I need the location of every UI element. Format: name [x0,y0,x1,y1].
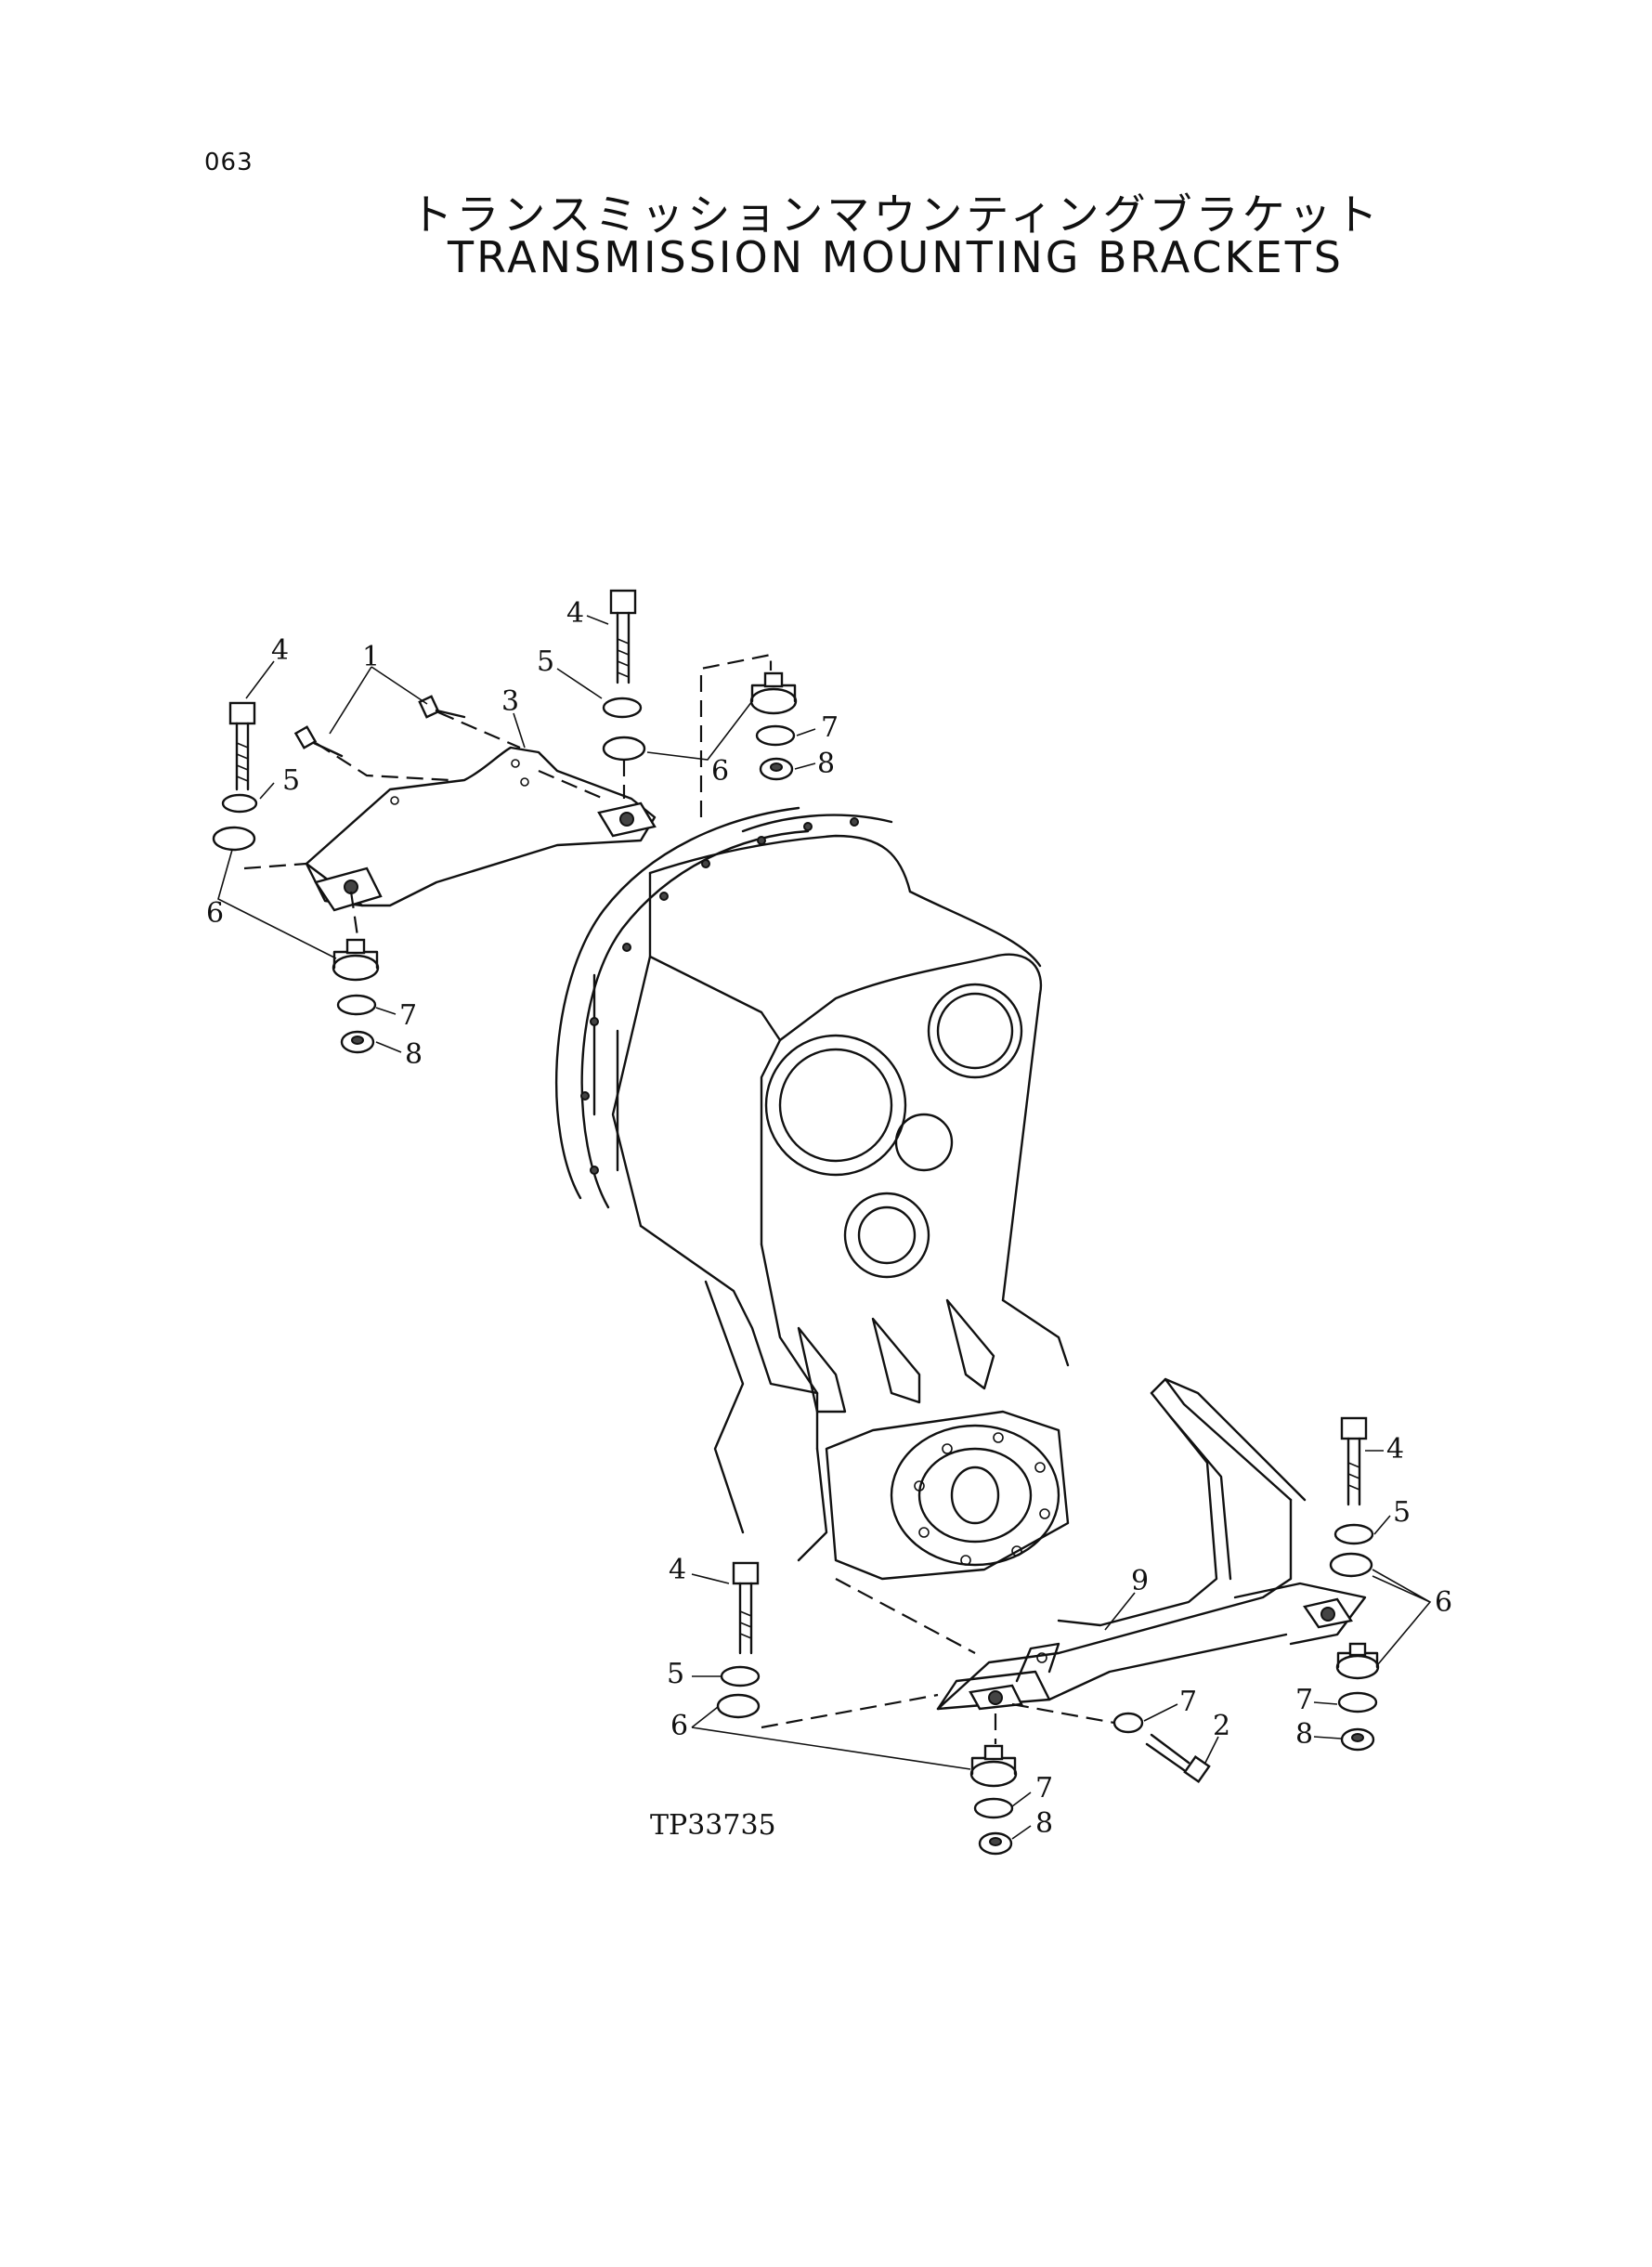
bottom-spacer-6 [716,1693,761,1719]
title-japanese: トランスミッションマウンティングブラケット [410,189,1382,240]
right-mount-6 [1335,1642,1380,1680]
callout-left-washer-7: 7 [399,999,417,1032]
callout-top-nut-8: 8 [817,748,835,780]
callout-top-washer-7: 7 [821,711,839,744]
top-nut-8 [759,757,794,781]
callout-left-bracket-3: 3 [501,685,519,718]
transmission-housing [554,806,1070,1581]
callout-left-mount-6: 6 [206,897,224,930]
bottom-mount-6 [969,1744,1018,1788]
callout-bolt-2: 2 [1213,1710,1230,1742]
top-spacer-6 [602,736,646,762]
callout-left-bolts-1: 1 [362,641,380,673]
callout-left-nut-8: 8 [405,1038,423,1071]
bottom-washer-5 [720,1665,761,1687]
callout-bottom-washer-7: 7 [1035,1772,1053,1804]
title-english: TRANSMISSION MOUNTING BRACKETS [447,232,1344,282]
callout-right-mount-6: 6 [1435,1586,1452,1619]
callout-top-washer-5: 5 [537,645,554,678]
bottom-washer-7 [973,1797,1014,1819]
callout-mid-washer-7: 7 [1179,1686,1197,1718]
bolt-2 [1145,1733,1211,1784]
top-washer-7 [755,724,796,747]
callout-right-nut-8: 8 [1295,1718,1313,1751]
left-bolt-4 [228,701,256,791]
right-nut-8 [1340,1727,1375,1752]
left-washer-5 [221,793,258,814]
left-spacer-6 [212,826,256,852]
callout-left-washer-5: 5 [282,764,300,797]
callout-right-washer-5: 5 [1393,1496,1411,1529]
bottom-nut-8 [978,1831,1013,1856]
callout-right-washer-7: 7 [1295,1684,1313,1716]
right-bracket-9 [936,1377,1367,1711]
left-washer-7 [336,994,377,1016]
callout-bottom-bolt-4: 4 [669,1554,686,1586]
mid-washer-7 [1112,1712,1144,1734]
callout-right-bolt-4: 4 [1386,1433,1404,1466]
bottom-bolt-4 [732,1561,760,1655]
left-nut-8 [340,1030,375,1054]
right-washer-7 [1337,1691,1378,1713]
top-washer-5 [602,697,643,719]
callout-bottom-washer-5: 5 [667,1658,684,1690]
left-bracket [305,746,657,912]
callout-bottom-nut-8: 8 [1035,1807,1053,1840]
right-washer-5 [1333,1523,1374,1545]
right-bolt-4 [1340,1416,1368,1506]
callout-bottom-mount-6: 6 [670,1710,688,1742]
top-mount-6 [749,671,798,715]
page-number: 063 [204,149,254,176]
figure-code: TP33735 [650,1809,776,1842]
callout-left-bolt-4: 4 [271,634,289,667]
callout-top-mount-6: 6 [711,755,729,788]
top-bolt-4 [609,589,637,684]
callout-bracket-9: 9 [1131,1565,1149,1597]
right-spacer-6 [1329,1552,1373,1578]
callout-top-bolt-4: 4 [566,597,584,630]
leader-lines [217,615,1432,1840]
left-mount-6 [332,938,380,982]
